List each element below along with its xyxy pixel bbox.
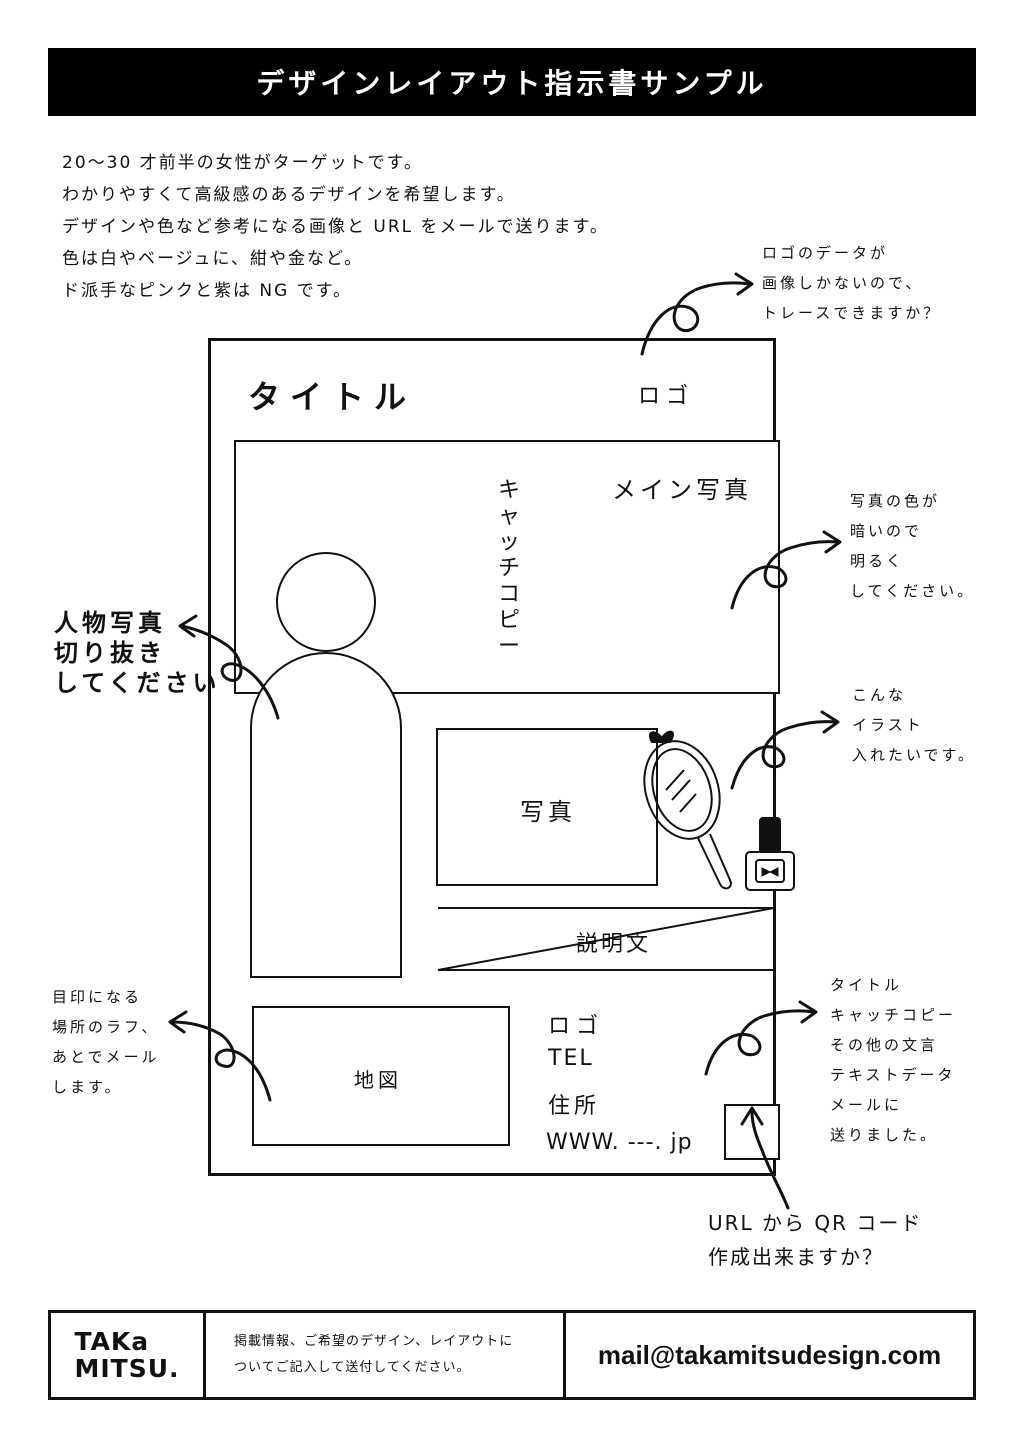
note-line: キャッチコピー [830,1006,957,1024]
note-line: 暗いので [850,522,923,540]
logo-arrowhead [734,272,754,296]
note-line: タイトル [830,976,903,994]
note-line: こんな [852,686,907,704]
footer-logo-cell: TAKa MITSU. [51,1313,206,1397]
note-line: 人物写真 [54,609,166,637]
mirror-icon [643,730,732,890]
note-line: 入れたいです。 [852,746,977,764]
brand-logo-line: MITSU. [74,1354,180,1383]
photo-label: 写真 [520,798,576,826]
note-line: 明るく [850,552,905,570]
footer: TAKa MITSU. 掲載情報、ご希望のデザイン、レイアウトに ついてご記入し… [48,1310,976,1400]
photo-area [436,728,658,886]
description-label: 説明文 [576,932,652,957]
contact-email-link[interactable]: mail@takamitsudesign.com [597,1339,942,1370]
note-line: あとでメール [52,1048,160,1066]
brief-line: 色は白やベージュに、紺や金など。 [62,249,364,269]
header-bar: デザインレイアウト指示書サンプル [48,48,976,116]
brief-line: デザインや色など参考になる画像と URL をメールで送ります。 [62,217,609,237]
address-label: 住所 [548,1094,601,1119]
note-line: してください。 [850,582,976,600]
logo-arrow [640,281,752,356]
layout-logo-label: ロゴ [638,384,695,409]
note-line: テキストデータ [830,1066,956,1084]
photo-color-arrowhead [822,530,842,554]
url-label: WWW. ---. jp [546,1130,693,1155]
person-arrow [180,624,280,720]
catch-copy-label: キャッチコピー [497,478,520,659]
note-line: 目印になる [52,988,143,1006]
note-line: トレースできますか？ [762,304,942,322]
layout-title-label: タイトル [248,378,417,416]
person-arrowhead [178,614,198,638]
document-title: デザインレイアウト指示書サンプル [256,67,768,100]
person-silhouette-head [276,552,376,652]
map-arrowhead [168,1010,188,1034]
qr-note: URL から QR コード 作成出来ますか？ [708,1206,922,1274]
footer-note-line: ついてご記入して送付してください。 [234,1360,471,1375]
text-data-arrow [704,1009,816,1076]
map-arrow [170,1020,272,1102]
note-line: 作成出来ますか？ [708,1245,884,1269]
footer-note-cell: 掲載情報、ご希望のデザイン、レイアウトに ついてご記入して送付してください。 [206,1313,566,1397]
nail-polish-icon [745,817,795,891]
illustration-note: こんな イラスト 入れたいです。 [852,680,976,770]
note-line: 切り抜き [54,639,166,667]
tel-label: TEL [548,1046,594,1071]
qr-arrow [750,1110,790,1210]
note-line: 写真の色が [850,492,941,510]
brief-line: ド派手なピンクと紫は NG です。 [62,281,352,301]
note-line: します。 [52,1078,123,1096]
text-data-arrowhead [798,1000,818,1024]
map-note: 目印になる 場所のラフ、 あとでメール します。 [52,982,160,1102]
main-photo-label: メイン写真 [612,476,752,504]
map-area [252,1006,510,1146]
note-line: ロゴのデータが [762,244,889,262]
illustration-arrow [730,720,838,790]
note-line: 場所のラフ、 [52,1018,160,1036]
brief-line: 20～30 才前半の女性がターゲットです。 [62,153,423,173]
footer-note-line: 掲載情報、ご希望のデザイン、レイアウトに [234,1334,514,1349]
logo-note: ロゴのデータが 画像しかないので、 トレースできますか？ [762,238,941,328]
footer-mail-cell: mail@takamitsudesign.com [566,1313,973,1397]
note-line: イラスト [852,716,924,734]
note-line: メールに [830,1096,903,1114]
qr-arrowhead [740,1106,764,1126]
photo-color-note: 写真の色が 暗いので 明るく してください。 [850,486,975,606]
footer-note: 掲載情報、ご希望のデザイン、レイアウトに ついてご記入して送付してください。 [234,1329,513,1381]
note-line: してください [54,669,221,697]
brand-logo: TAKa MITSU. [74,1328,179,1382]
note-line: URL から QR コード [708,1211,923,1235]
description-diagonal [437,907,775,971]
layout-frame [208,338,776,1176]
photo-color-arrow [730,540,840,610]
brief-line: わかりやすくて高級感のあるデザインを希望します。 [62,185,516,205]
info-logo-label: ロゴ [548,1014,605,1039]
note-line: 送りました。 [830,1126,939,1144]
illustration-arrowhead [820,710,840,734]
text-data-note: タイトル キャッチコピー その他の文言 テキストデータ メールに 送りました。 [830,970,956,1150]
note-line: その他の文言 [830,1036,939,1054]
person-note: 人物写真 切り抜き してください [54,608,221,698]
note-line: 画像しかないので、 [762,274,924,292]
brand-logo-line: TAKa [74,1327,150,1356]
map-label: 地図 [354,1068,402,1092]
